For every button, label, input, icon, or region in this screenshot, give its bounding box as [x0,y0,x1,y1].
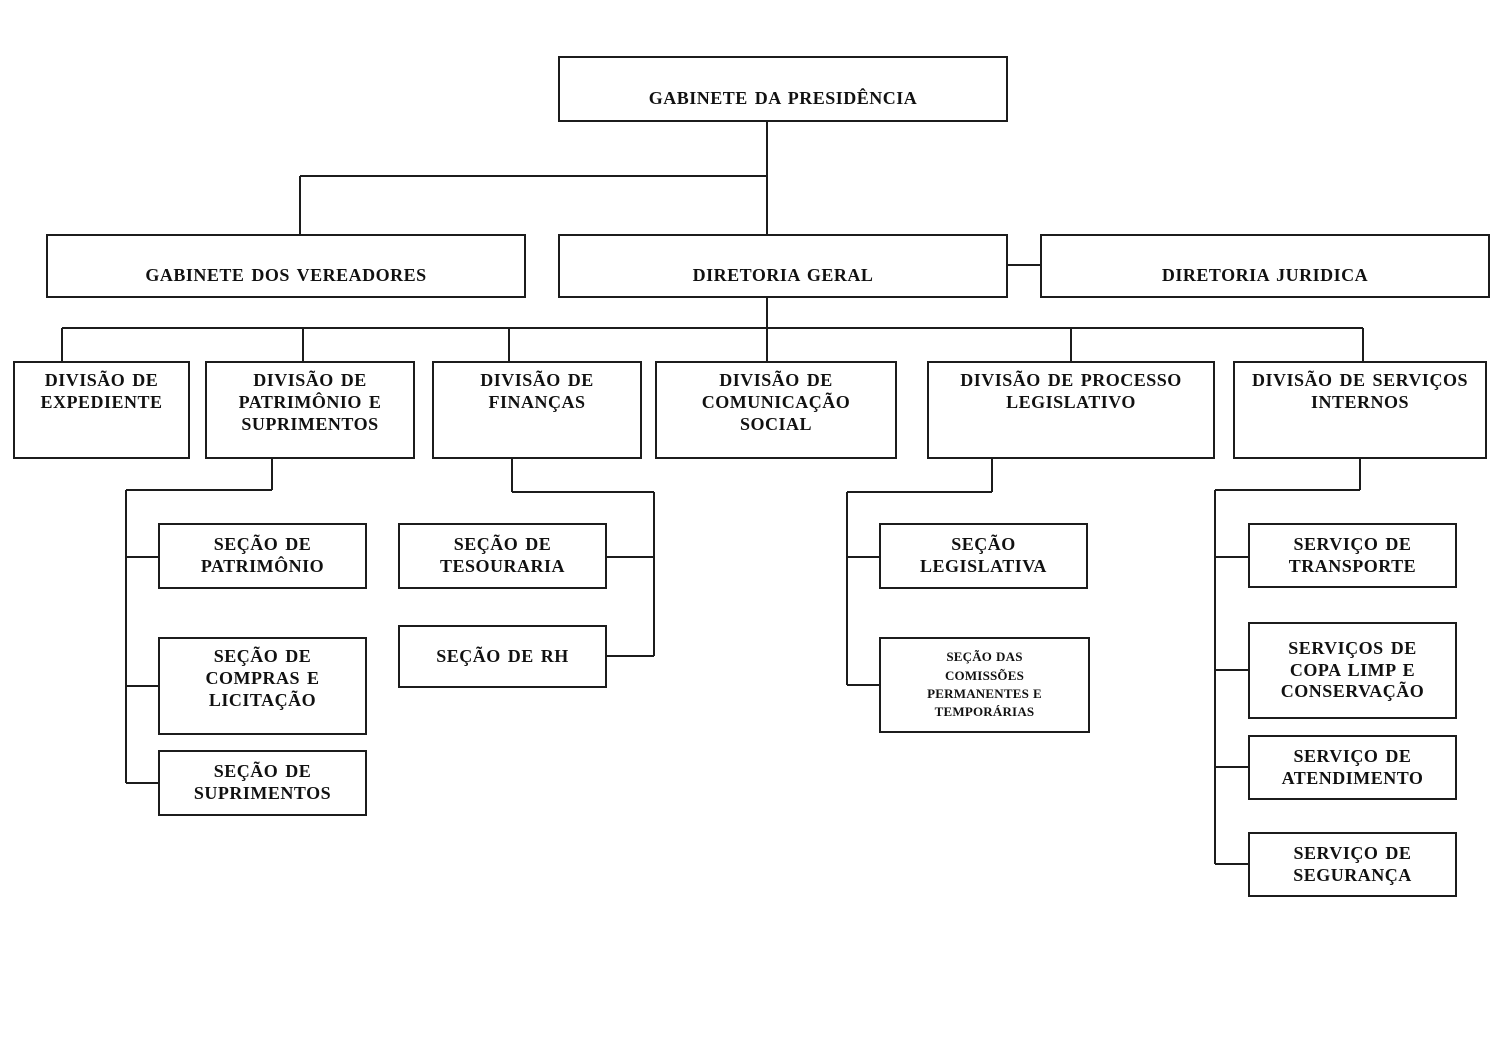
node-label: DIRETORIA JURIDICA [1161,265,1369,286]
node-label: SEÇÃO DE RH [436,645,569,666]
connector-servicos-group [1214,459,1361,865]
connector-patrimonio-group [125,459,273,784]
node-diretoria-juridica: DIRETORIA JURIDICA [1040,234,1490,298]
node-label: SEÇÃO DE PATRIMÔNIO [200,534,325,576]
node-label: DIRETORIA GERAL [692,265,874,286]
node-servico-transporte: SERVIÇO DE TRANSPORTE [1248,523,1457,588]
node-label: SERVIÇOS DE COPA LIMP E CONSERVAÇÃO [1280,637,1425,702]
node-label: GABINETE DOS VEREADORES [145,265,427,286]
node-secao-rh: SEÇÃO DE RH [398,625,607,688]
node-divisao-expediente: DIVISÃO DE EXPEDIENTE [13,361,190,459]
node-label: SEÇÃO DE TESOURARIA [439,534,566,576]
node-servico-seguranca: SERVIÇO DE SEGURANÇA [1248,832,1457,897]
node-label: DIVISÃO DE COMUNICAÇÃO SOCIAL [701,370,851,434]
node-secao-tesouraria: SEÇÃO DE TESOURARIA [398,523,607,589]
node-label: DIVISÃO DE SERVIÇOS INTERNOS [1252,370,1468,412]
node-label: SEÇÃO LEGISLATIVA [920,534,1047,576]
node-servico-atendimento: SERVIÇO DE ATENDIMENTO [1248,735,1457,800]
connector-presidencia-children [299,122,768,234]
connector-financas-group [511,459,655,657]
node-gabinete-presidencia: GABINETE DA PRESIDÊNCIA [558,56,1008,122]
node-label: SEÇÃO DAS COMISSÕES PERMANENTES E TEMPOR… [927,649,1042,720]
node-secao-suprimentos: SEÇÃO DE SUPRIMENTOS [158,750,367,816]
node-divisao-servicos-internos: DIVISÃO DE SERVIÇOS INTERNOS [1233,361,1487,459]
node-label: DIVISÃO DE EXPEDIENTE [40,370,163,412]
node-diretoria-geral: DIRETORIA GERAL [558,234,1008,298]
node-label: SERVIÇO DE SEGURANÇA [1293,842,1412,885]
node-secao-legislativa: SEÇÃO LEGISLATIVA [879,523,1088,589]
node-label: SEÇÃO DE COMPRAS E LICITAÇÃO [205,646,320,710]
node-label: DIVISÃO DE PATRIMÔNIO E SUPRIMENTOS [238,370,382,434]
node-divisao-processo-legislativo: DIVISÃO DE PROCESSO LEGISLATIVO [927,361,1215,459]
node-label: DIVISÃO DE FINANÇAS [480,370,594,412]
connector-diretoria-geral-bus [61,298,1364,361]
node-gabinete-vereadores: GABINETE DOS VEREADORES [46,234,526,298]
node-label: SEÇÃO DE SUPRIMENTOS [193,761,332,803]
node-label: SERVIÇO DE TRANSPORTE [1288,533,1417,576]
node-secao-comissoes: SEÇÃO DAS COMISSÕES PERMANENTES E TEMPOR… [879,637,1090,733]
node-label: SERVIÇO DE ATENDIMENTO [1281,745,1424,788]
node-divisao-financas: DIVISÃO DE FINANÇAS [432,361,642,459]
node-divisao-comunicacao-social: DIVISÃO DE COMUNICAÇÃO SOCIAL [655,361,897,459]
node-label: GABINETE DA PRESIDÊNCIA [648,88,918,109]
node-secao-compras-licitacao: SEÇÃO DE COMPRAS E LICITAÇÃO [158,637,367,735]
connector-processo-group [846,459,993,686]
node-divisao-patrimonio-suprimentos: DIVISÃO DE PATRIMÔNIO E SUPRIMENTOS [205,361,415,459]
node-secao-patrimonio: SEÇÃO DE PATRIMÔNIO [158,523,367,589]
node-label: DIVISÃO DE PROCESSO LEGISLATIVO [960,370,1182,412]
node-servicos-copa: SERVIÇOS DE COPA LIMP E CONSERVAÇÃO [1248,622,1457,719]
